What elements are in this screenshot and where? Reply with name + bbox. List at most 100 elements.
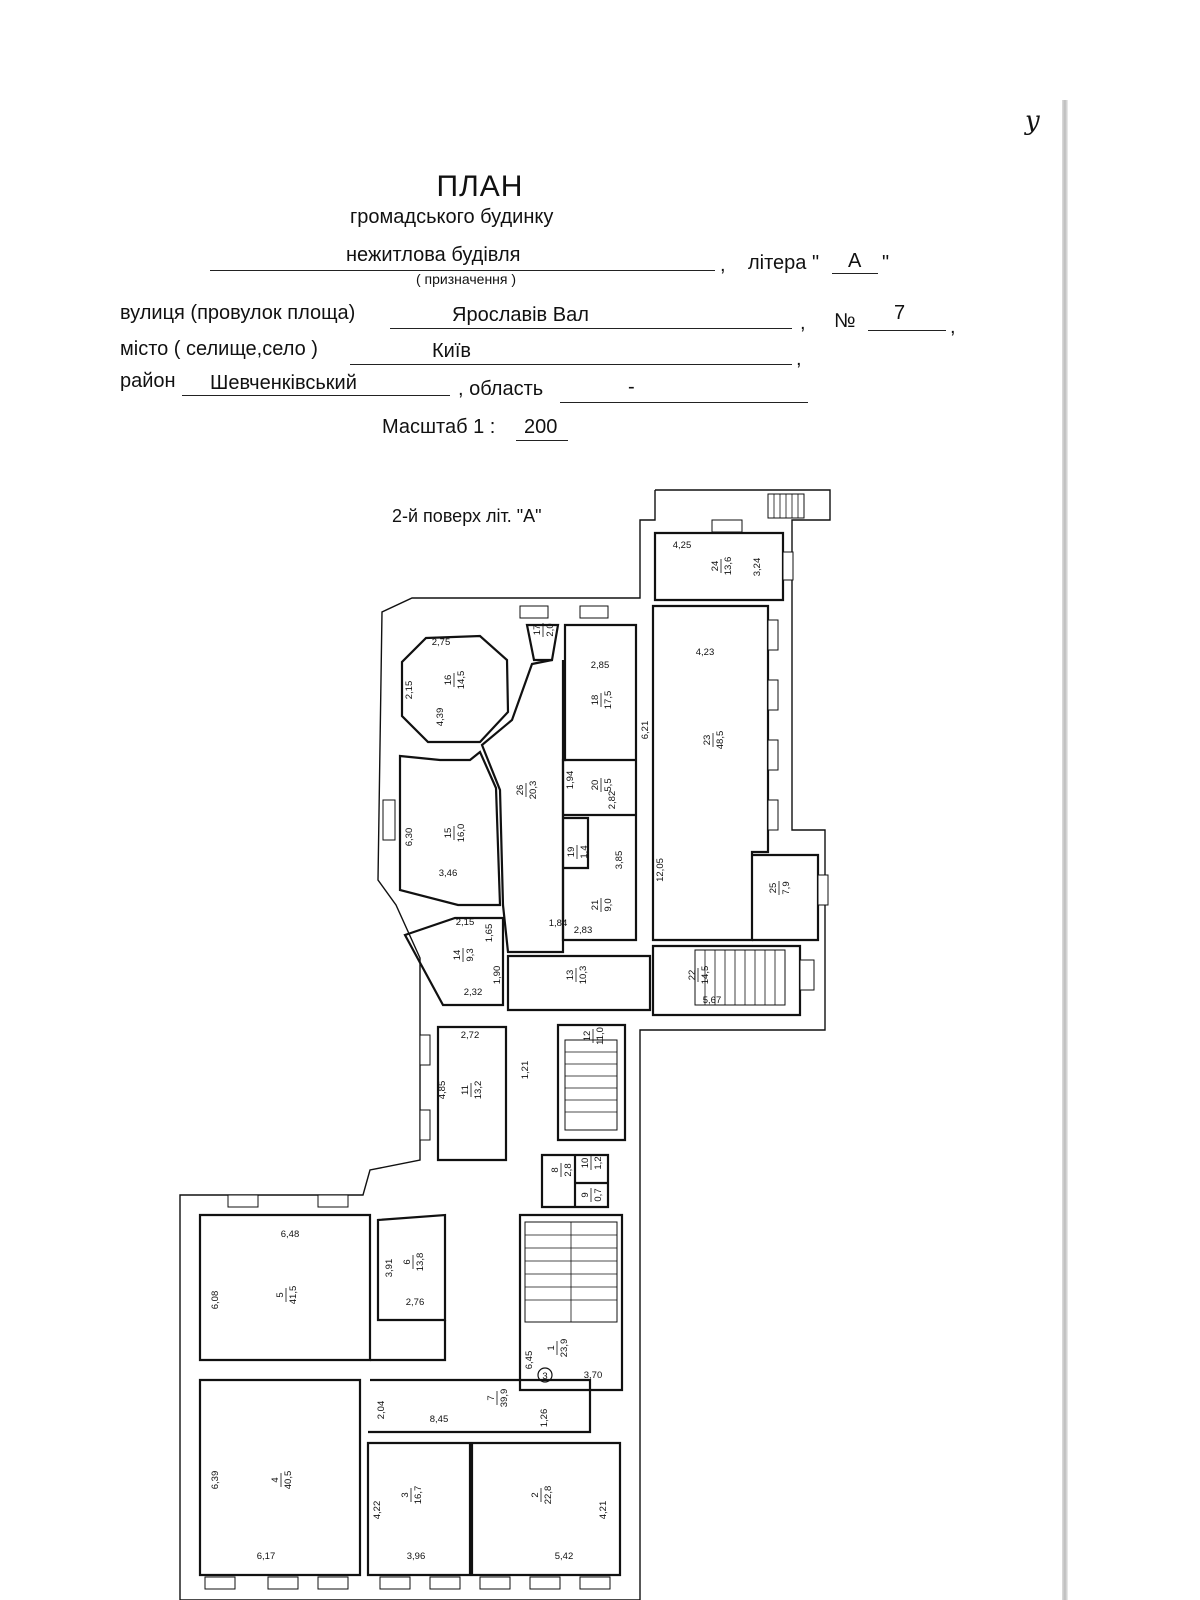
room-number: 3 [400,1492,411,1497]
room-number: 5 [275,1292,286,1297]
dimension-label: 6,08 [210,1291,221,1310]
scale-line [516,440,568,441]
city-label: місто ( селище,село ) [120,338,318,360]
corner-mark: у [1025,106,1041,136]
dimension-label: 4,25 [673,540,692,551]
window [529,1576,561,1590]
dimension-label: 6,48 [281,1229,300,1240]
window [317,1194,349,1208]
district-line [182,395,450,396]
window [767,679,779,711]
room-number: 16 [443,675,454,686]
room-number: 18 [590,695,601,706]
litera-value: А [848,250,862,272]
room-number: 12 [582,1031,593,1042]
room-8-10-wall [540,1153,610,1209]
room-area: 40,5 [283,1471,294,1490]
window [379,1576,411,1590]
room-area: 13,6 [723,557,734,576]
window [419,1109,431,1141]
stair-marker-circle [537,1367,553,1383]
dimension-label: 2,15 [456,917,475,928]
window [204,1576,236,1590]
floor-title: 2-й поверх літ. "А" [392,506,542,526]
dimension-label: 3,24 [752,558,763,577]
room-number: 4 [270,1477,281,1482]
page-title: ПЛАН [436,170,524,203]
room-area: 17,5 [603,691,614,710]
stair-12 [564,1039,618,1131]
room-number: 25 [768,883,779,894]
dimension-label: 2,85 [591,660,610,671]
room-11-wall [436,1025,508,1162]
room-area: 0,7 [593,1188,604,1201]
dimension-label: 1,90 [492,966,503,985]
room-area: 11,0 [595,1027,606,1045]
room-area: 23,9 [559,1339,570,1358]
room-area: 1,2 [593,1156,604,1169]
dimension-label: 2,32 [464,987,483,998]
room-number: 2 [530,1492,541,1497]
page-subtitle: громадського будинку [350,206,554,228]
litera-label: літера " [748,252,820,274]
room-area: 48,5 [715,731,726,750]
number-value: 7 [894,302,906,324]
room-area: 10,3 [578,966,589,985]
windows [204,519,829,1590]
dimension-label: 6,39 [210,1471,221,1490]
dimension-labels: 4,253,244,2312,052,752,154,392,856,211,9… [210,540,763,1562]
room-number: 26 [515,785,526,796]
purpose-comma: , [720,254,726,276]
number-comma: , [950,316,956,338]
room-number: 13 [565,970,576,981]
room-14-wall [403,916,505,1007]
number-line [868,330,946,331]
district-value: Шевченківський [210,372,357,394]
dimension-label: 3,91 [384,1259,395,1278]
room-number: 8 [550,1167,561,1172]
purpose-line [210,270,715,271]
room-area: 16,0 [456,824,467,843]
city-comma: , [796,348,802,370]
window [767,799,779,831]
dimension-label: 1,65 [484,924,495,943]
purpose-caption: ( призначення ) [416,271,517,287]
dimension-label: 3,96 [407,1551,426,1562]
room-12-wall [556,1023,627,1142]
street-value: Ярославів Вал [452,304,589,326]
room-number: 17 [532,625,543,636]
room-22-wall [651,944,802,1017]
city-line [350,364,792,365]
dimension-label: 4,22 [372,1501,383,1520]
street-line [390,328,792,329]
room-number: 15 [443,828,454,839]
dimension-label: 4,39 [435,708,446,727]
dimension-label: 1,26 [539,1409,550,1428]
dimension-label: 2,15 [404,681,415,700]
room-area: 2,8 [563,1163,574,1176]
room-26-wall [480,658,565,954]
dimension-label: 5,67 [703,995,722,1006]
room-16-wall [400,634,510,744]
room-area: 1,4 [579,845,590,858]
dimension-label: 4,21 [598,1501,609,1520]
window [382,799,396,841]
room-number: 10 [580,1158,591,1169]
room-15-wall [398,750,502,907]
room-25-wall [752,853,820,942]
